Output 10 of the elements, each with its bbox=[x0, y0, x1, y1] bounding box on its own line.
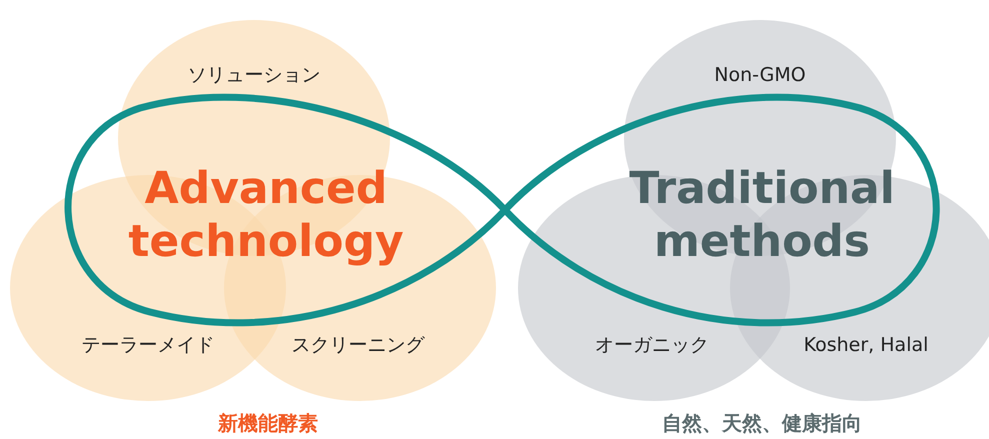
circle-label: テーラーメイド bbox=[82, 333, 214, 358]
circle-label: スクリーニング bbox=[292, 333, 424, 358]
caption-text: 自然、天然、健康指向 bbox=[662, 411, 862, 435]
circle-label: ソリューション bbox=[188, 63, 320, 88]
caption-text: 新機能酵素 bbox=[218, 411, 318, 435]
heading-text: Traditional methods bbox=[628, 163, 896, 269]
circle-label: オーガニック bbox=[595, 333, 709, 358]
circle-label: Non-GMO bbox=[714, 64, 806, 86]
circle-label: Kosher, Halal bbox=[804, 334, 928, 356]
heading-text: Advanced technology bbox=[127, 163, 405, 269]
